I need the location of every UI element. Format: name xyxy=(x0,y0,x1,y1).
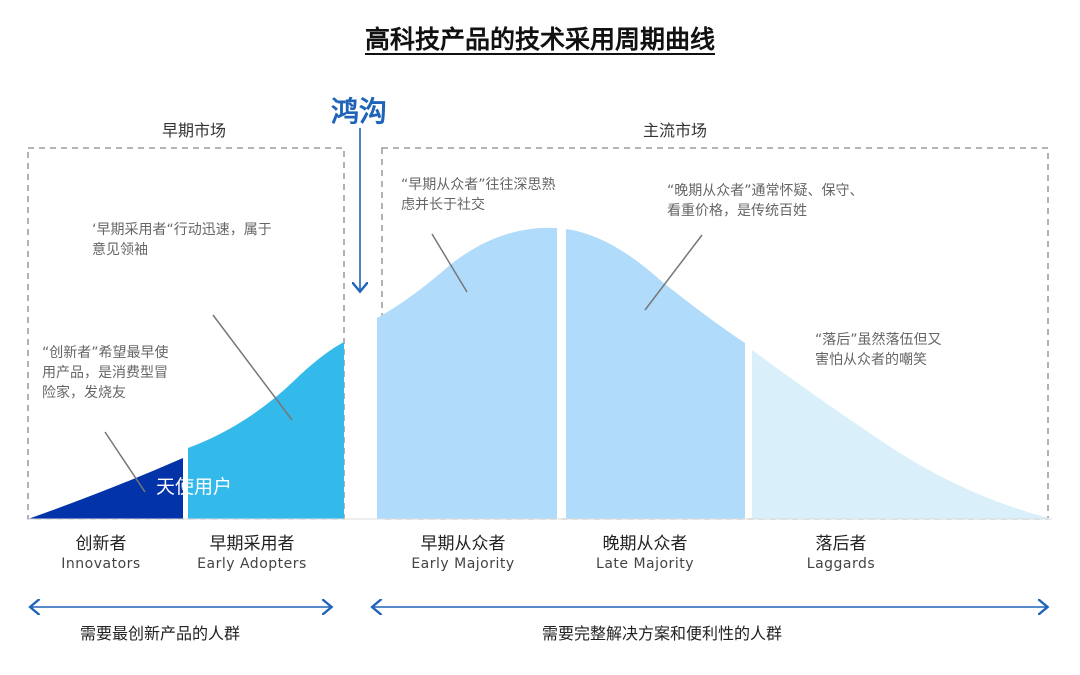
note-innovators: “创新者”希望最早使用产品，是消费型冒险家，发烧友 xyxy=(42,345,169,401)
bottom-right-label: 需要完整解决方案和便利性的人群 xyxy=(542,624,783,643)
note-laggards: “落后”虽然落伍但又害怕从众者的嘲笑 xyxy=(815,332,942,368)
segment-label-cn: 早期采用者 xyxy=(209,534,295,554)
segment-label-en: Innovators xyxy=(61,556,141,572)
note-late-majority: “晚期从众者”通常怀疑、保守、看重价格，是传统百姓 xyxy=(667,183,864,219)
bottom-left-label: 需要最创新产品的人群 xyxy=(80,624,241,643)
diagram-title: 高科技产品的技术采用周期曲线 xyxy=(364,25,715,54)
note-early-adopters: ‘早期采用者“行动迅速，属于意见领袖 xyxy=(92,222,272,258)
angel-users-label: 天使用户 xyxy=(156,476,233,498)
early-market-box xyxy=(27,147,345,520)
segment-laggards xyxy=(752,350,1052,519)
note-early-majority: “早期从众者”往往深思熟虑并长于社交 xyxy=(401,177,556,213)
segment-label-cn: 晚期从众者 xyxy=(602,534,688,554)
chasm-label: 鸿沟 xyxy=(331,95,388,128)
segment-label-en: Laggards xyxy=(806,556,876,572)
segment-label-cn: 创新者 xyxy=(75,534,127,554)
segment-early-majority xyxy=(377,227,557,519)
segment-late-majority xyxy=(566,229,745,519)
segment-early-adopters xyxy=(188,342,344,519)
segment-label-en: Early Majority xyxy=(411,556,515,572)
callout-lines xyxy=(104,233,703,493)
segment-label-en: Early Adopters xyxy=(197,556,307,572)
segment-label-cn: 落后者 xyxy=(815,534,867,554)
segment-innovators xyxy=(28,458,183,519)
segment-label-cn: 早期从众者 xyxy=(420,534,506,554)
early-market-label: 早期市场 xyxy=(162,121,227,140)
mainstream-market-label: 主流市场 xyxy=(643,121,708,140)
segment-label-en: Late Majority xyxy=(596,556,694,572)
